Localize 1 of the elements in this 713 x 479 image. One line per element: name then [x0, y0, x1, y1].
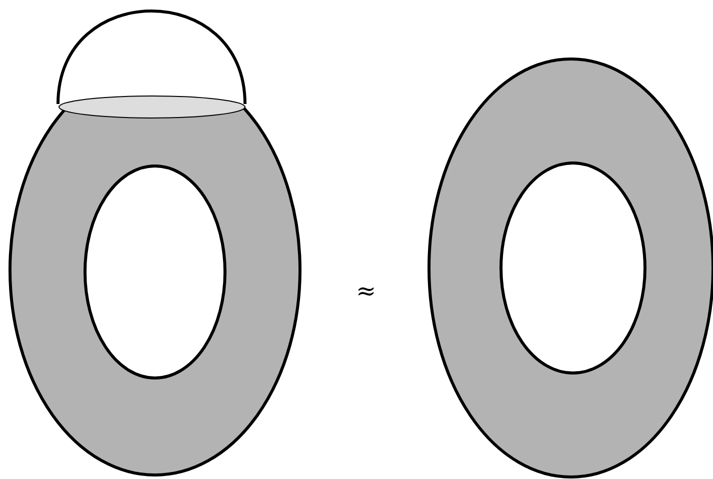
equivalence-symbol: ≈ [356, 279, 376, 303]
